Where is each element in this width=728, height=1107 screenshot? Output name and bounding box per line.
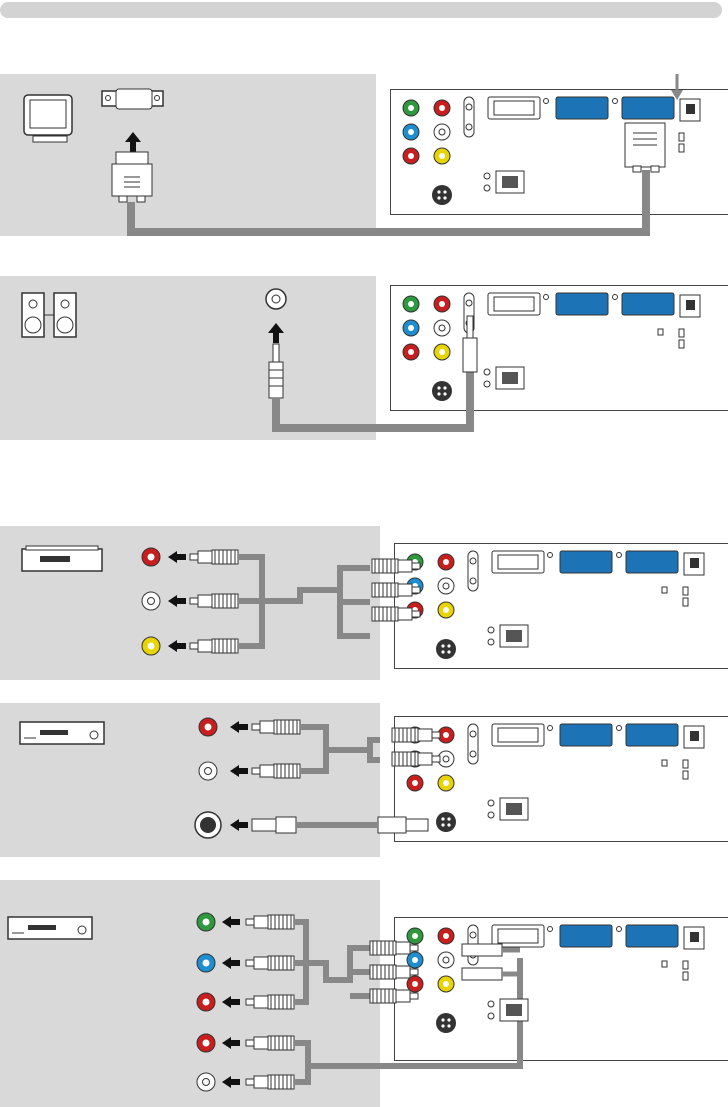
rca-jack-white <box>142 592 160 610</box>
rca-jack-red <box>199 718 217 736</box>
vga-cable <box>131 170 646 232</box>
dvd-player-icon <box>20 722 104 744</box>
rca-cable-bundle <box>238 557 370 646</box>
rca-jack-red <box>197 993 215 1011</box>
vcr-icon <box>22 546 102 571</box>
rca-jack-white <box>199 762 217 780</box>
vga-port-icon <box>102 89 163 109</box>
rca-jack-white <box>197 1073 215 1091</box>
dvd-player-icon <box>8 917 92 939</box>
monitor-icon <box>24 95 72 142</box>
rca-jack-red <box>142 548 160 566</box>
mini-plug <box>269 344 283 398</box>
component-cable-bundle <box>294 922 370 1002</box>
audio-jack-icon <box>266 289 286 309</box>
rca-jack-blue <box>197 954 215 972</box>
rca-jack-red <box>197 1034 215 1052</box>
speakers-icon <box>22 293 76 337</box>
up-arrow <box>125 132 141 152</box>
vga-plug <box>112 152 152 202</box>
s-video-jack <box>195 812 221 838</box>
rca-jack-yellow <box>142 637 160 655</box>
vga-plug-projector <box>625 123 665 172</box>
rca-jack-green <box>197 913 215 931</box>
audio-cable-bundle <box>300 727 380 771</box>
